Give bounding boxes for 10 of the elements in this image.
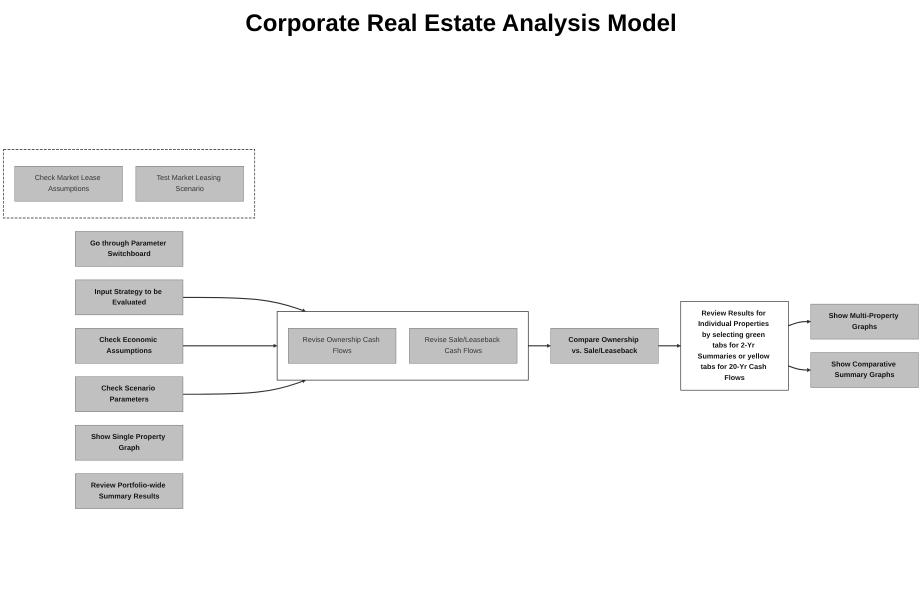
arrow xyxy=(788,365,811,372)
arrow xyxy=(182,296,306,312)
arrow xyxy=(528,344,551,348)
arrow xyxy=(182,379,306,395)
cluster xyxy=(3,149,256,218)
cluster xyxy=(276,311,529,380)
arrow xyxy=(788,320,811,326)
arrow xyxy=(658,344,681,348)
arrow xyxy=(182,344,278,348)
diagram-title: Corporate Real Estate Analysis Model xyxy=(245,10,677,38)
